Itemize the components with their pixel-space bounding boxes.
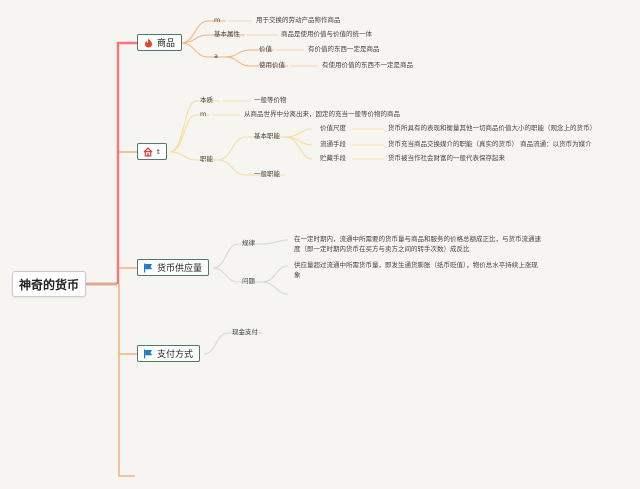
topic-payment-method-label: 支付方式 [157,350,194,360]
topic2-essence-desc: 一般等价物 [254,96,287,104]
payment-branch [203,332,262,355]
flag-icon [143,349,153,359]
topic2-circulation: 流通手段 [320,140,346,148]
topic2-function: 职能 [200,155,213,163]
commodity-value-desc: 有价值的东西一定是商品 [308,45,380,53]
commodity-value: 价值 [259,45,272,53]
topic2-measure: 价值尺度 [320,124,346,132]
supply-rule: 规律 [242,239,255,247]
home-icon [143,146,153,157]
fire-icon [143,38,153,48]
topic2-branches [169,100,313,176]
topic2-leaf-lines [212,100,384,160]
topic2-basic-function: 基本职能 [254,132,280,140]
commodity-a: a [214,52,218,60]
commodity-branches [180,20,288,67]
trunk-red [116,41,137,284]
commodity-m: m [214,16,221,24]
commodity-basic-desc: 商品是使用价值与价值的统一体 [281,30,372,38]
topic-t-label: t [157,147,160,156]
supply-problem-desc: 供应量超过流通中所需货币量，即发生通货膨胀（纸币贬值），物价总水平持续上涨现象 [294,261,538,279]
commodity-basic: 基本属性 [214,30,240,38]
topic-commodity[interactable]: 商品 [137,34,183,51]
topic2-storage-desc: 货币被当作社会财富的一般代表保存起来 [388,154,505,162]
topic-t[interactable]: t [137,143,167,160]
topic2-essence: 本质 [200,96,213,104]
topic2-general-function: 一般职能 [254,170,280,178]
topic2-circulation-desc: 货币充当商品交换媒介的职能（真实的货币） 商品流通：以货币为媒介 [388,140,592,148]
root-label: 神奇的货币 [18,277,79,292]
commodity-m-desc: 用于交换的劳动产品称作商品 [256,16,341,24]
commodity-use-value-desc: 有使用价值的东西不一定是商品 [322,61,413,69]
topic2-m-desc: 从商品世界中分离出来，固定的充当一般等价物的商品 [244,110,400,118]
topic-money-supply-label: 货币供应量 [157,264,203,274]
trunk-orange [118,284,135,477]
commodity-use-value: 使用价值 [259,61,285,69]
topic-payment-method[interactable]: 支付方式 [137,345,201,362]
commodity-leaf-lines [228,20,318,67]
topic-money-supply[interactable]: 货币供应量 [137,259,210,276]
root-node[interactable]: 神奇的货币 [12,271,86,297]
supply-branches [212,239,289,295]
supply-rule-desc: 在一定时期内，流通中所需要的货币量与商品和服务的价格总额成正比，与货币流通速度（… [294,235,541,253]
payment-cash: 现金支付 [232,328,258,336]
topic2-storage: 贮藏手段 [320,154,346,162]
supply-problem: 问题 [242,277,255,285]
topic2-measure-desc: 货币所具有的表现和衡量其他一切商品价值大小的职能（观念上的货币） [388,124,596,132]
topic-commodity-label: 商品 [157,39,176,49]
topic2-m: m [200,110,207,118]
flag-icon [143,263,153,273]
